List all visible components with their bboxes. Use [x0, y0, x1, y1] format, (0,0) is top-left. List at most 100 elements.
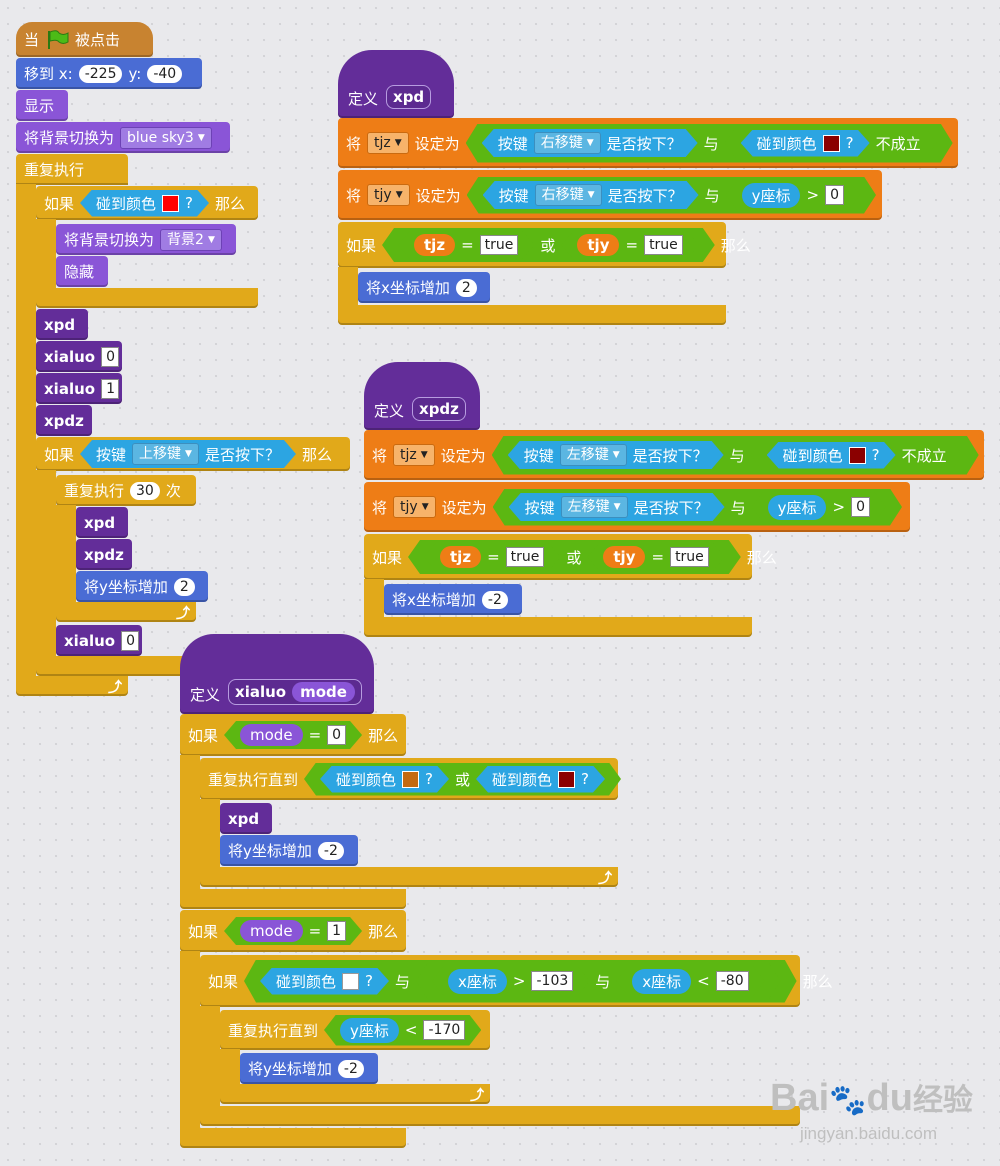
equals-operator[interactable]: mode = 0 [224, 721, 362, 749]
repeat-times-input[interactable]: 30 [130, 481, 160, 500]
define-xialuo-hat[interactable]: 定义 xialuo mode [180, 634, 374, 714]
variable-dropdown[interactable]: tjz▼ [367, 132, 409, 154]
or-operator[interactable]: tjz = true 或 tjy = true [408, 540, 741, 574]
switch-backdrop-block[interactable]: 将背景切换为 blue sky3▼ [16, 122, 230, 153]
y-position-reporter[interactable]: y座标 [768, 495, 827, 520]
if-tjz-or-tjy-block[interactable]: 如果 tjz = true 或 tjy = true 那么 [338, 222, 751, 268]
greater-than-operator[interactable]: y座标 > 0 [752, 492, 886, 523]
equals-operator[interactable]: tjy = true [587, 543, 724, 571]
set-tjz-block[interactable]: 将 tjz▼ 设定为 按键 左移键▼ 是否按下？ 与 碰到颜色 ? 不成立 [364, 430, 984, 480]
equals-operator[interactable]: tjy = true [561, 231, 698, 259]
if-tjz-or-tjy-block[interactable]: 如果 tjz = true 或 tjy = true 那么 [364, 534, 777, 580]
and-operator[interactable]: 碰到颜色 ? 与 x座标 > -103 与 x座标 < -80 [244, 960, 797, 1003]
touching-color-condition[interactable]: 碰到颜色 ? [320, 766, 449, 793]
dark-red-color-swatch[interactable] [558, 771, 575, 788]
change-x-block[interactable]: 将x坐标增加 -2 [384, 584, 522, 615]
call-xpd-block[interactable]: xpd [76, 507, 128, 538]
tjy-variable-reporter[interactable]: tjy [603, 546, 645, 568]
key-dropdown[interactable]: 上移键▼ [132, 443, 199, 465]
change-x-input[interactable]: -2 [481, 590, 508, 609]
key-dropdown[interactable]: 右移键▼ [534, 132, 601, 154]
tjy-variable-reporter[interactable]: tjy [577, 234, 619, 256]
variable-dropdown[interactable]: tjy▼ [367, 184, 410, 206]
call-xpd-block[interactable]: xpd [220, 803, 272, 834]
repeat-until-y-block[interactable]: 重复执行直到 y座标 < -170 [220, 1010, 490, 1050]
if-mode-1-block[interactable]: 如果 mode = 1 那么 [180, 910, 406, 952]
if-touching-white-block[interactable]: 如果 碰到颜色 ? 与 x座标 > -103 与 x座标 < -80 [200, 955, 833, 1007]
call-xpdz-block[interactable]: xpdz [76, 539, 132, 570]
change-y-input[interactable]: -2 [337, 1059, 364, 1078]
hide-block[interactable]: 隐藏 [56, 256, 108, 287]
touching-color-condition[interactable]: 碰到颜色 ? [476, 766, 605, 793]
and-operator[interactable]: 按键 左移键▼ 是否按下？ 与 碰到颜色 ? 不成立 [492, 436, 979, 475]
set-tjz-block[interactable]: 将 tjz▼ 设定为 按键 右移键▼ 是否按下？ 与 碰到颜色 ? 不成立 [338, 118, 958, 168]
compare-value-input[interactable]: 0 [327, 725, 346, 745]
touching-color-condition[interactable]: 碰到颜色 ? [80, 190, 209, 217]
call-xialuo-1-block[interactable]: xialuo 1 [36, 373, 122, 404]
define-xpd-hat[interactable]: 定义 xpd [338, 50, 454, 118]
or-operator[interactable]: 碰到颜色 ? 或 碰到颜色 ? [304, 763, 621, 796]
or-operator[interactable]: tjz = true 或 tjy = true [382, 228, 715, 262]
y-position-reporter[interactable]: y座标 [340, 1018, 399, 1043]
switch-backdrop-block-2[interactable]: 将背景切换为 背景2▼ [56, 224, 236, 255]
set-tjy-block[interactable]: 将 tjy▼ 设定为 按键 右移键▼ 是否按下？ 与 y座标 > 0 [338, 170, 882, 220]
if-mode-0-block[interactable]: 如果 mode = 0 那么 [180, 714, 406, 756]
change-x-block[interactable]: 将x坐标增加 2 [358, 272, 490, 303]
not-operator[interactable]: 碰到颜色 ? 不成立 [751, 439, 963, 472]
change-x-input[interactable]: 2 [455, 278, 477, 297]
equals-operator[interactable]: tjz = true [398, 231, 534, 259]
compare-value-input[interactable]: 0 [851, 497, 870, 517]
compare-value-input[interactable]: -103 [531, 971, 573, 991]
tjz-variable-reporter[interactable]: tjz [414, 234, 455, 256]
key-pressed-condition[interactable]: 按键 上移键▼ 是否按下？ [80, 440, 296, 468]
mode-input[interactable]: 1 [101, 378, 120, 399]
if-key-up-block[interactable]: 如果 按键 上移键▼ 是否按下？ 那么 [36, 437, 350, 471]
tjz-variable-reporter[interactable]: tjz [440, 546, 481, 568]
when-flag-clicked-block[interactable]: 当 被点击 [16, 22, 153, 57]
repeat-until-touching-block[interactable]: 重复执行直到 碰到颜色 ? 或 碰到颜色 ? [200, 758, 618, 800]
compare-value-input[interactable]: 1 [327, 921, 346, 941]
greater-than-operator[interactable]: y座标 > 0 [726, 180, 860, 211]
equals-operator[interactable]: tjz = true [424, 543, 560, 571]
and-operator[interactable]: 按键 左移键▼ 是否按下？ 与 y座标 > 0 [493, 489, 902, 526]
true-input[interactable]: true [644, 235, 683, 255]
red-color-swatch[interactable] [162, 195, 179, 212]
set-tjy-block[interactable]: 将 tjy▼ 设定为 按键 左移键▼ 是否按下？ 与 y座标 > 0 [364, 482, 910, 532]
goto-xy-block[interactable]: 移到 x: -225 y: -40 [16, 58, 202, 89]
not-operator[interactable]: 碰到颜色 ? 不成立 [725, 127, 937, 160]
mode-input[interactable]: 0 [101, 346, 120, 367]
change-y-block[interactable]: 将y坐标增加 -2 [220, 835, 358, 866]
if-touching-red-block[interactable]: 如果 碰到颜色 ? 那么 [36, 186, 258, 220]
show-block[interactable]: 显示 [16, 90, 68, 121]
change-y-block[interactable]: 将y坐标增加 -2 [240, 1053, 378, 1084]
true-input[interactable]: true [506, 547, 545, 567]
repeat-30-block[interactable]: 重复执行 30 次 [56, 475, 196, 506]
dark-red-color-swatch[interactable] [823, 135, 840, 152]
forever-block[interactable]: 重复执行 [16, 154, 128, 185]
greater-than-operator[interactable]: x座标 > -103 [432, 966, 589, 997]
key-pressed-condition[interactable]: 按键 右移键▼ 是否按下？ [482, 129, 698, 157]
touching-color-condition[interactable]: 碰到颜色 ? [767, 442, 896, 469]
true-input[interactable]: true [480, 235, 519, 255]
call-xialuo-0-block[interactable]: xialuo 0 [36, 341, 122, 372]
key-dropdown[interactable]: 左移键▼ [561, 496, 628, 518]
y-position-reporter[interactable]: y座标 [742, 183, 801, 208]
white-color-swatch[interactable] [342, 973, 359, 990]
and-operator[interactable]: 按键 右移键▼ 是否按下？ 与 y座标 > 0 [467, 177, 876, 214]
backdrop-dropdown[interactable]: blue sky3▼ [120, 126, 212, 149]
touching-color-condition[interactable]: 碰到颜色 ? [741, 130, 870, 157]
change-y-input[interactable]: 2 [173, 577, 195, 596]
touching-color-condition[interactable]: 碰到颜色 ? [260, 968, 389, 995]
backdrop-dropdown[interactable]: 背景2▼ [160, 228, 222, 251]
mode-reporter[interactable]: mode [240, 724, 303, 746]
key-pressed-condition[interactable]: 按键 左移键▼ 是否按下？ [509, 493, 725, 521]
x-position-reporter[interactable]: x座标 [448, 969, 507, 994]
variable-dropdown[interactable]: tjy▼ [393, 496, 436, 518]
x-position-reporter[interactable]: x座标 [632, 969, 691, 994]
equals-operator[interactable]: mode = 1 [224, 917, 362, 945]
mode-reporter[interactable]: mode [240, 920, 303, 942]
compare-value-input[interactable]: -80 [716, 971, 749, 991]
key-pressed-condition[interactable]: 按键 左移键▼ 是否按下？ [508, 441, 724, 469]
compare-value-input[interactable]: -170 [423, 1020, 465, 1040]
call-xpd-block[interactable]: xpd [36, 309, 88, 340]
